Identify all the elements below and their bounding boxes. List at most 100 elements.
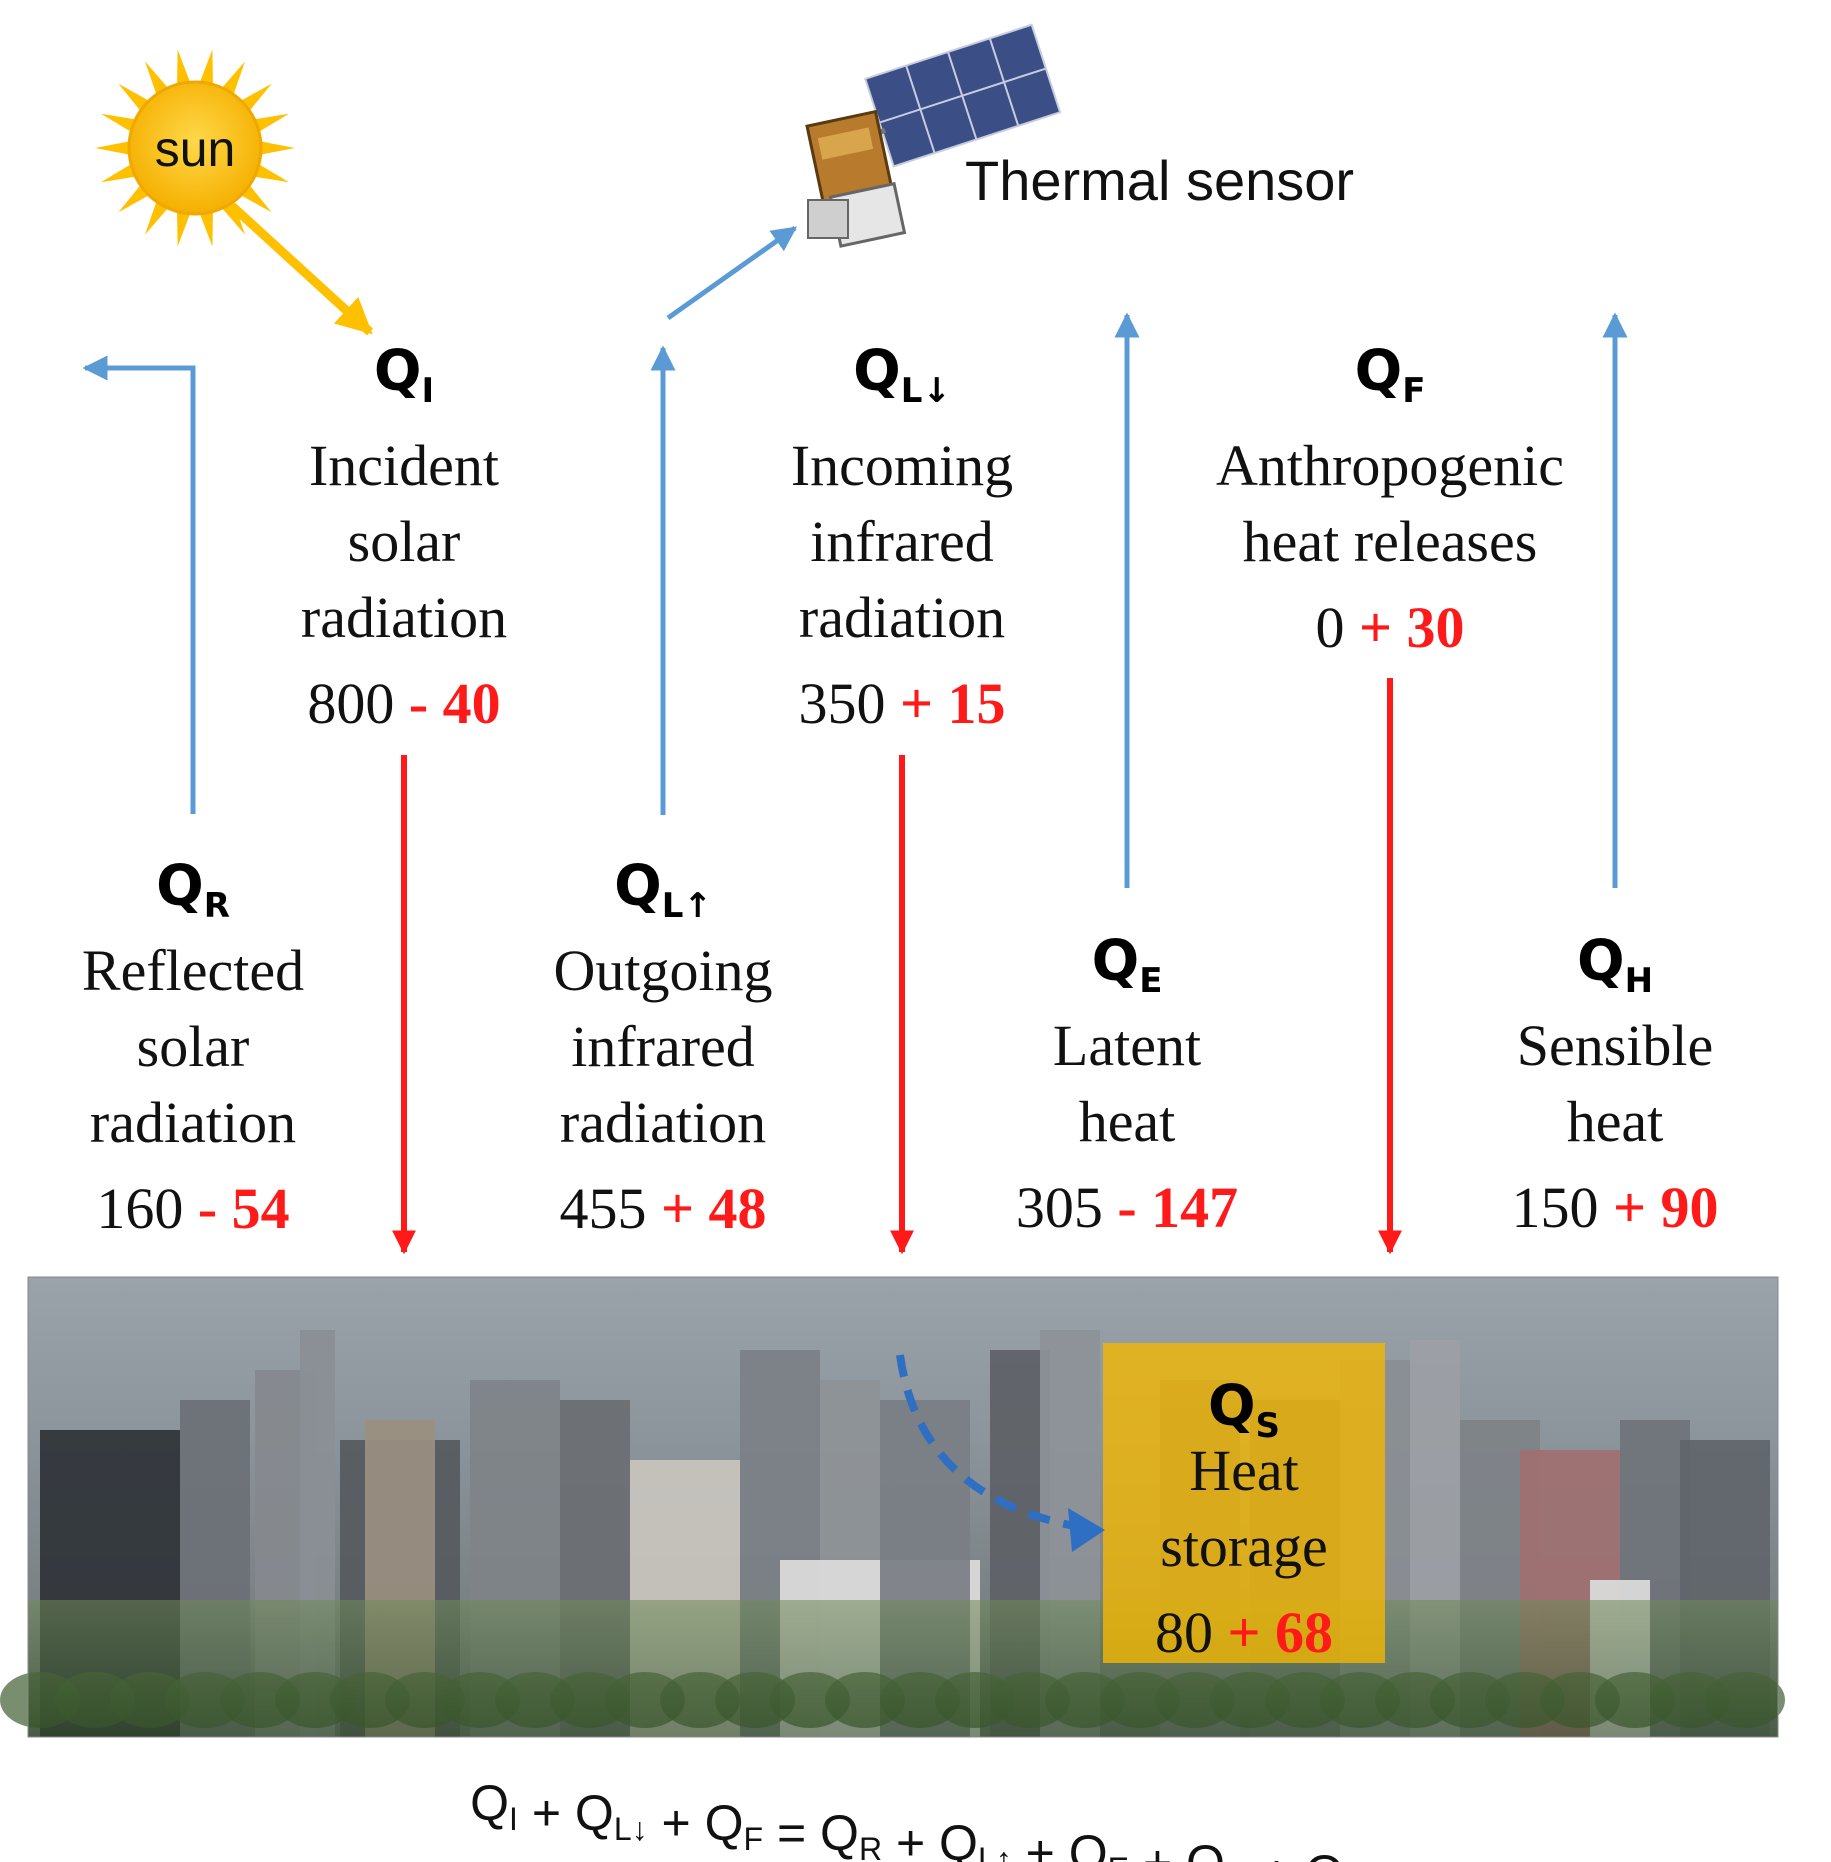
storage-curve-arrow: [896, 1354, 1086, 1532]
flux-symbol: QE: [1092, 929, 1163, 1001]
sun-ray: [177, 49, 192, 89]
flux-incoming-infrared: QL↓ Incoming infrared radiation 350 + 15: [791, 339, 1013, 736]
flux-label-line: Latent: [1053, 1013, 1201, 1078]
equation-q: Q: [939, 1815, 978, 1862]
q-letter: Q: [1092, 929, 1140, 994]
equation-operator: +: [1248, 1845, 1305, 1862]
storage-curve-arrowhead: [1068, 1508, 1105, 1552]
flux-label-line: heat: [1079, 1089, 1176, 1154]
q-subscript: L↓: [901, 371, 951, 411]
flux-value: 305 - 147: [1016, 1175, 1238, 1240]
heat-storage-box: [1103, 1343, 1385, 1663]
flux-symbol: QR: [156, 854, 230, 926]
equation-q: Q: [1305, 1845, 1344, 1862]
reflected-up-arrow: [82, 355, 196, 814]
flux-symbol: QL↓: [853, 339, 951, 411]
flux-label-line: storage: [1160, 1514, 1328, 1579]
flux-value: 455 + 48: [559, 1176, 766, 1241]
q-subscript: S: [1256, 1406, 1281, 1446]
q-subscript: R: [204, 886, 230, 926]
sun-ray: [250, 162, 289, 183]
flux-base-value: 150: [1511, 1175, 1613, 1240]
equation-subscript: F: [744, 1821, 764, 1857]
equation-q: Q: [1186, 1835, 1225, 1862]
flux-label-line: radiation: [560, 1090, 766, 1155]
equation-operator: =: [763, 1805, 820, 1861]
flux-base-value: 800: [307, 671, 409, 736]
equation-operator: +: [648, 1795, 705, 1851]
flux-delta-value: + 30: [1359, 595, 1465, 660]
flux-base-value: 0: [1315, 595, 1359, 660]
flux-symbol: QF: [1355, 339, 1426, 411]
flux-label-line: Sensible: [1517, 1013, 1714, 1078]
energy-balance-equation: QI + QL↓ + QF = QR + QL↑ + QE + QH + Qs: [470, 1775, 1360, 1862]
flux-base-value: 455: [559, 1176, 661, 1241]
flux-delta-value: + 15: [900, 671, 1006, 736]
flux-label-line: infrared: [571, 1014, 755, 1079]
equation-subscript: L↓: [614, 1811, 648, 1847]
equation-operator: +: [518, 1785, 575, 1841]
flux-symbol: QH: [1577, 929, 1653, 1001]
sun-ray: [177, 207, 192, 247]
to-sensor-arrow: [666, 225, 798, 321]
flux-label-line: Incident: [309, 433, 499, 498]
flux-value: 80 + 68: [1155, 1600, 1333, 1665]
flux-delta-value: + 90: [1613, 1175, 1719, 1240]
equation-q: Q: [470, 1775, 509, 1831]
sunlight-arrow: [228, 202, 374, 336]
sun-ray: [101, 113, 140, 134]
flux-symbol: QS: [1208, 1374, 1280, 1446]
city-photo: [0, 1276, 1785, 1738]
sun-ray: [250, 113, 289, 134]
flux-label-line: Heat: [1189, 1438, 1299, 1503]
sun-ray: [198, 49, 213, 89]
sun-ray: [95, 140, 134, 156]
sun-ray: [198, 207, 213, 247]
q-letter: Q: [1355, 339, 1403, 404]
q-letter: Q: [374, 339, 422, 404]
q-letter: Q: [156, 854, 204, 919]
flux-label-line: infrared: [810, 509, 994, 574]
flux-outgoing-infrared: QL↑ Outgoing infrared radiation 455 + 48: [553, 854, 772, 1241]
equation-subscript: I: [509, 1801, 518, 1837]
q-letter: Q: [853, 339, 901, 404]
flux-label-line: Reflected: [82, 938, 304, 1003]
flux-delta-value: + 48: [661, 1176, 767, 1241]
equation-operator: +: [882, 1815, 939, 1862]
flux-value: 800 - 40: [307, 671, 500, 736]
flux-label-line: radiation: [90, 1090, 296, 1155]
flux-label-line: heat: [1567, 1089, 1664, 1154]
flux-delta-value: + 68: [1227, 1600, 1333, 1665]
flux-value: 160 - 54: [96, 1176, 289, 1241]
flux-label-line: radiation: [799, 585, 1005, 650]
equation-subscript: R: [859, 1831, 882, 1862]
q-subscript: L↑: [662, 886, 712, 926]
flux-label-line: Incoming: [791, 433, 1013, 498]
q-letter: Q: [1577, 929, 1625, 994]
flux-label-line: Anthropogenic: [1216, 433, 1564, 498]
flux-base-value: 305: [1016, 1175, 1118, 1240]
sun-ray: [101, 162, 140, 183]
equation-q: Q: [575, 1785, 614, 1841]
flux-base-value: 350: [798, 671, 900, 736]
equation-q: Q: [705, 1795, 744, 1851]
flux-delta-value: - 147: [1117, 1175, 1238, 1240]
flux-label-line: Outgoing: [553, 938, 772, 1003]
flux-sensible-heat: QH Sensible heat 150 + 90: [1511, 929, 1718, 1240]
thermal-sensor-label: Thermal sensor: [965, 149, 1354, 212]
equation-q: Q: [820, 1805, 859, 1861]
flux-delta-value: - 40: [409, 671, 501, 736]
flux-value: 0 + 30: [1315, 595, 1464, 660]
q-letter: Q: [614, 854, 662, 919]
equation-q: Q: [1069, 1825, 1108, 1862]
sun-ray: [256, 140, 295, 156]
equation-operator: +: [1129, 1835, 1186, 1862]
flux-symbol: QL↑: [614, 854, 712, 926]
flux-label-line: solar: [348, 509, 461, 574]
q-subscript: H: [1625, 961, 1653, 1001]
flux-base-value: 160: [96, 1176, 198, 1241]
